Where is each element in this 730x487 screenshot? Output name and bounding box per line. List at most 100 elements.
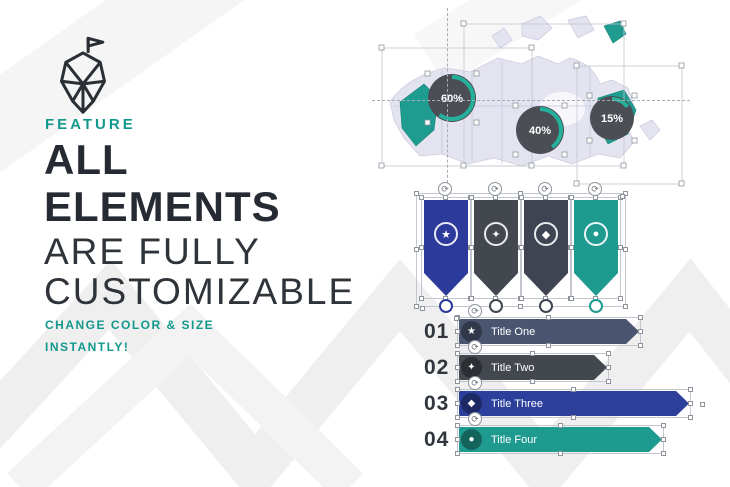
list-bar-group[interactable]: ✦ Title Two <box>455 351 611 384</box>
selection-handle[interactable] <box>606 379 611 384</box>
stat-circle-60[interactable]: 60% <box>424 70 480 126</box>
selection-handle[interactable] <box>700 402 705 407</box>
rotation-handle-icon[interactable]: ⟳ <box>468 304 482 318</box>
banner-group-selection[interactable] <box>414 191 628 309</box>
selection-handle[interactable] <box>688 400 693 406</box>
rotation-handle-icon[interactable]: ⟳ <box>468 412 482 426</box>
rotation-handle-icon[interactable]: ⟳ <box>538 182 552 196</box>
selection-handle[interactable] <box>414 304 419 309</box>
list-bar-slate[interactable]: ★ Title One <box>459 319 639 344</box>
selection-handle[interactable] <box>638 328 643 334</box>
selection-handle[interactable] <box>455 343 460 348</box>
banner-shape-blue[interactable]: ★ <box>424 200 468 296</box>
banner-group[interactable]: ● <box>569 195 623 301</box>
svg-text:15%: 15% <box>601 113 623 125</box>
selection-handle[interactable] <box>469 195 474 200</box>
selection-handle[interactable] <box>455 387 460 392</box>
list-bar-title: Title Three <box>491 397 543 410</box>
selection-handle[interactable] <box>530 351 535 356</box>
list-bar-group[interactable]: ● Title Four <box>455 423 666 456</box>
selection-handle[interactable] <box>469 245 474 250</box>
selection-handle[interactable] <box>455 451 460 456</box>
banner-shape-slate[interactable]: ◆ <box>524 200 568 296</box>
selection-handle[interactable] <box>454 316 459 321</box>
map-region-teal-island[interactable] <box>603 20 627 44</box>
list-bar-title: Title Four <box>491 433 538 446</box>
selection-handle[interactable] <box>530 379 535 384</box>
selection-handle[interactable] <box>606 351 611 356</box>
selection-handle[interactable] <box>519 296 524 301</box>
selection-handle[interactable] <box>546 343 551 348</box>
selection-handle[interactable] <box>469 296 474 301</box>
selection-handle[interactable] <box>419 296 424 301</box>
selection-handle[interactable] <box>688 387 693 392</box>
list-bar-dark[interactable]: ✦ Title Two <box>459 355 607 380</box>
selection-handle[interactable] <box>661 423 666 428</box>
selection-handle[interactable] <box>455 436 460 442</box>
rotation-handle-icon[interactable]: ⟳ <box>468 340 482 354</box>
list-bar-group[interactable]: ◆ Title Three <box>455 387 693 420</box>
banner-shape-dark[interactable]: ✦ <box>474 200 518 296</box>
selection-handle[interactable] <box>571 415 576 420</box>
subtext-line-2: INSTANTLY! <box>45 340 130 354</box>
headline-line-1: ALL <box>44 136 129 183</box>
guide-line-horizontal <box>372 100 690 101</box>
selection-handle[interactable] <box>455 423 460 428</box>
selection-handle[interactable] <box>606 364 611 370</box>
selection-handle[interactable] <box>557 423 563 428</box>
headline-line-3: ARE FULLY <box>44 231 261 272</box>
rotation-handle-icon[interactable]: ⟳ <box>438 182 452 196</box>
selection-handle[interactable] <box>419 245 424 250</box>
selection-handle[interactable] <box>623 191 628 196</box>
headline-line-4: CUSTOMIZABLE <box>44 271 356 312</box>
banner-group[interactable]: ◆ <box>519 195 573 301</box>
selection-handle[interactable] <box>571 387 576 392</box>
selection-handle[interactable] <box>618 296 623 301</box>
selection-handle[interactable] <box>455 351 460 356</box>
stat-circle-40[interactable]: 40% <box>512 102 568 158</box>
selection-handle[interactable] <box>661 451 666 456</box>
selection-handle[interactable] <box>519 195 524 200</box>
banner-group[interactable]: ★ <box>419 195 473 301</box>
list-bar-title: Title One <box>491 325 536 338</box>
selection-handle[interactable] <box>455 364 460 370</box>
selection-handle[interactable] <box>638 343 643 348</box>
selection-handle[interactable] <box>623 247 628 252</box>
selection-handle[interactable] <box>569 245 574 250</box>
subtext-line-1: CHANGE COLOR & SIZE <box>45 318 215 332</box>
selection-handle[interactable] <box>518 304 523 309</box>
rotation-handle-icon[interactable]: ⟳ <box>588 182 602 196</box>
selection-handle[interactable] <box>661 436 666 442</box>
selection-handle[interactable] <box>638 315 643 320</box>
selection-handle[interactable] <box>546 315 551 320</box>
selection-handle[interactable] <box>455 400 460 406</box>
list-bar-icon: ● <box>461 429 482 450</box>
list-bar-navy[interactable]: ◆ Title Three <box>459 391 689 416</box>
selection-handle[interactable] <box>519 245 524 250</box>
banner-badge-icon: ◆ <box>534 222 558 246</box>
selection-handle[interactable] <box>618 245 623 250</box>
selection-handle[interactable] <box>623 304 628 309</box>
selection-handle[interactable] <box>414 191 419 196</box>
canada-map-infographic[interactable]: 60% 40% 15% <box>372 6 690 202</box>
selection-handle[interactable] <box>557 451 563 456</box>
rotation-handle-icon[interactable]: ⟳ <box>468 376 482 390</box>
selection-handle[interactable] <box>620 194 625 199</box>
banner-shape-teal[interactable]: ● <box>574 200 618 296</box>
selection-handle[interactable] <box>688 415 693 420</box>
stat-circle-15[interactable]: 15% <box>586 92 638 144</box>
selection-handle[interactable] <box>455 328 460 334</box>
selection-handle[interactable] <box>420 306 425 311</box>
list-bar-group[interactable]: ★ Title One <box>455 315 643 348</box>
selection-handle[interactable] <box>414 247 419 252</box>
banner-group[interactable]: ✦ <box>469 195 523 301</box>
selection-handle[interactable] <box>569 195 574 200</box>
selection-handle[interactable] <box>455 415 460 420</box>
list-bar-teal[interactable]: ● Title Four <box>459 427 662 452</box>
rotation-handle-icon[interactable]: ⟳ <box>488 182 502 196</box>
selection-handle[interactable] <box>419 195 424 200</box>
selection-handle[interactable] <box>569 296 574 301</box>
list-bar-icon: ◆ <box>461 393 482 414</box>
feature-eyebrow: FEATURE <box>45 116 136 133</box>
selection-handle[interactable] <box>455 379 460 384</box>
